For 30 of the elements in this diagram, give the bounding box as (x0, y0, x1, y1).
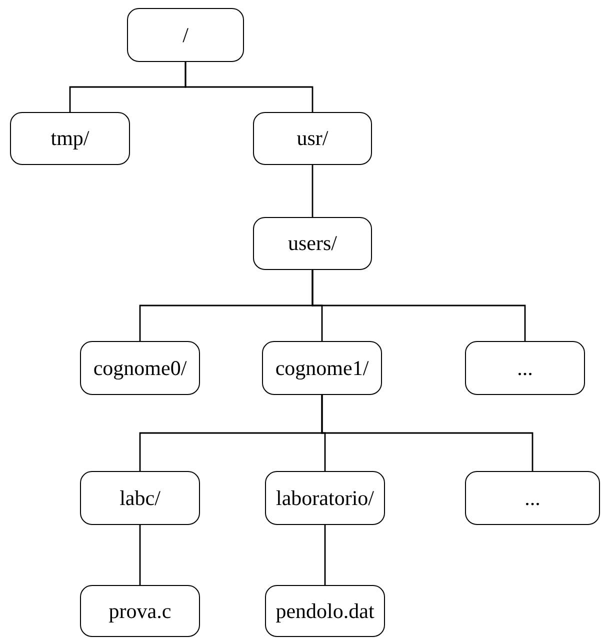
node-label: usr/ (296, 126, 328, 151)
node-label: ... (524, 486, 540, 510)
node-label: prova.c (108, 598, 172, 624)
node-label: users/ (288, 231, 337, 256)
folder-box (10, 112, 130, 165)
connector-line (184, 62, 314, 112)
node-label: tmp/ (50, 126, 90, 151)
folder-box (253, 112, 372, 165)
folder-box (80, 341, 200, 395)
node-label: labc/ (120, 486, 160, 510)
folder-box (262, 341, 382, 395)
folder-box (253, 217, 372, 270)
node-label: ... (517, 356, 533, 380)
connector-line (312, 165, 314, 217)
node-label: / (182, 22, 188, 48)
node-label: laboratorio/ (276, 486, 374, 510)
folder-box (80, 471, 200, 525)
connector-line (321, 395, 534, 471)
folder-box (80, 585, 200, 637)
folder-box (465, 471, 600, 525)
node-label: pendolo.dat (276, 598, 374, 624)
folder-box (265, 471, 385, 525)
connector-line (312, 270, 526, 341)
connector-line (139, 525, 141, 585)
node-label: cognome1/ (275, 356, 369, 380)
node-label: cognome0/ (93, 356, 187, 380)
connector-line (324, 525, 326, 585)
folder-box (465, 341, 585, 395)
folder-box (127, 8, 244, 62)
folder-box (265, 585, 385, 637)
